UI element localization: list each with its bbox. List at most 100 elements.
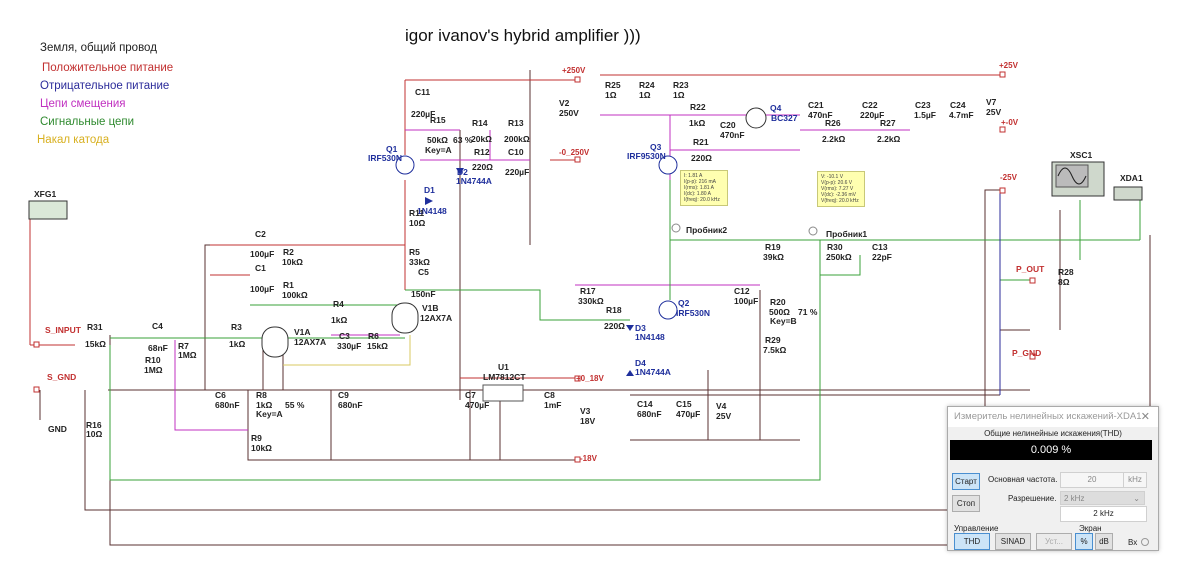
diode-d1 bbox=[425, 197, 433, 205]
svg-text:1MΩ: 1MΩ bbox=[144, 365, 163, 375]
svg-text:R26: R26 bbox=[825, 118, 841, 128]
svg-text:8Ω: 8Ω bbox=[1058, 277, 1070, 287]
fundamental-input[interactable]: 20 bbox=[1060, 472, 1124, 488]
start-button[interactable]: Старт bbox=[952, 473, 980, 490]
svg-text:20kΩ: 20kΩ bbox=[471, 134, 492, 144]
svg-text:-25V: -25V bbox=[1000, 173, 1018, 182]
svg-text:D2: D2 bbox=[457, 167, 468, 177]
svg-text:IRF530N: IRF530N bbox=[676, 308, 710, 318]
settings-button[interactable]: Уст... bbox=[1036, 533, 1072, 550]
svg-text:R19: R19 bbox=[765, 242, 781, 252]
component-labels: XFG1 S_INPUT S_GND GND R31 15kΩ C4 68nF … bbox=[34, 61, 1143, 463]
distortion-analyzer-xda1[interactable] bbox=[1113, 186, 1143, 201]
svg-text:BC327: BC327 bbox=[771, 113, 798, 123]
rail-terminals bbox=[33, 71, 1036, 463]
svg-text:1Ω: 1Ω bbox=[673, 90, 685, 100]
svg-text:C22: C22 bbox=[862, 100, 878, 110]
input-terminal-icon[interactable] bbox=[1141, 538, 1149, 546]
svg-text:R28: R28 bbox=[1058, 267, 1074, 277]
svg-text:U1: U1 bbox=[498, 362, 509, 372]
svg-text:R4: R4 bbox=[333, 299, 344, 309]
svg-text:12AX7A: 12AX7A bbox=[294, 337, 326, 347]
svg-text:C13: C13 bbox=[872, 242, 888, 252]
svg-text:R23: R23 bbox=[673, 80, 689, 90]
percent-button[interactable]: % bbox=[1075, 533, 1093, 550]
svg-text:10kΩ: 10kΩ bbox=[282, 257, 303, 267]
svg-text:470nF: 470nF bbox=[808, 110, 833, 120]
bias-wires bbox=[174, 114, 910, 431]
svg-text:7.5kΩ: 7.5kΩ bbox=[763, 345, 787, 355]
function-generator-xfg1[interactable] bbox=[28, 200, 68, 220]
schematic-title: igor ivanov's hybrid amplifier ))) bbox=[405, 26, 641, 45]
close-icon[interactable]: ✕ bbox=[1140, 411, 1150, 423]
svg-text:C14: C14 bbox=[637, 399, 653, 409]
sinad-button[interactable]: SINAD bbox=[995, 533, 1031, 550]
svg-text:55 %: 55 % bbox=[285, 400, 305, 410]
svg-text:C15: C15 bbox=[676, 399, 692, 409]
svg-text:1kΩ: 1kΩ bbox=[689, 118, 705, 128]
svg-text:C2: C2 bbox=[255, 229, 266, 239]
svg-text:-18V: -18V bbox=[580, 454, 598, 463]
svg-text:15kΩ: 15kΩ bbox=[85, 339, 106, 349]
svg-text:2.2kΩ: 2.2kΩ bbox=[822, 134, 846, 144]
svg-text:GND: GND bbox=[48, 424, 67, 434]
svg-text:D4: D4 bbox=[635, 358, 646, 368]
svg-text:100kΩ: 100kΩ bbox=[282, 290, 308, 300]
svg-text:R10: R10 bbox=[145, 355, 161, 365]
svg-text:R12: R12 bbox=[474, 147, 490, 157]
svg-text:220Ω: 220Ω bbox=[604, 321, 625, 331]
svg-text:500Ω: 500Ω bbox=[769, 307, 790, 317]
svg-text:+250V: +250V bbox=[562, 66, 586, 75]
svg-text:C10: C10 bbox=[508, 147, 524, 157]
svg-text:1Ω: 1Ω bbox=[639, 90, 651, 100]
svg-text:R30: R30 bbox=[827, 242, 843, 252]
svg-text:C12: C12 bbox=[734, 286, 750, 296]
window-titlebar[interactable]: Измеритель нелинейных искажений-XDA1 ✕ bbox=[948, 407, 1158, 427]
svg-text:C3: C3 bbox=[339, 331, 350, 341]
mosfet-q2 bbox=[658, 300, 678, 320]
svg-text:D1: D1 bbox=[424, 185, 435, 195]
current-probe-icon[interactable] bbox=[671, 223, 681, 233]
svg-text:+25V: +25V bbox=[999, 61, 1019, 70]
svg-text:1mF: 1mF bbox=[544, 400, 561, 410]
svg-text:220µF: 220µF bbox=[411, 109, 435, 119]
svg-text:12AX7A: 12AX7A bbox=[420, 313, 452, 323]
svg-text:D3: D3 bbox=[635, 323, 646, 333]
svg-text:680nF: 680nF bbox=[637, 409, 662, 419]
svg-text:R24: R24 bbox=[639, 80, 655, 90]
thd-button[interactable]: THD bbox=[954, 533, 990, 550]
svg-text:1.5µF: 1.5µF bbox=[914, 110, 936, 120]
svg-text:R27: R27 bbox=[880, 118, 896, 128]
transistor-q4 bbox=[745, 107, 767, 129]
svg-text:Key=B: Key=B bbox=[770, 316, 797, 326]
svg-text:C24: C24 bbox=[950, 100, 966, 110]
legend-signal: Сигнальные цепи bbox=[40, 116, 135, 128]
voltage-probe-icon[interactable] bbox=[808, 226, 818, 236]
diode-d3 bbox=[626, 325, 634, 331]
svg-text:330µF: 330µF bbox=[337, 341, 361, 351]
svg-text:R22: R22 bbox=[690, 102, 706, 112]
resolution-select[interactable]: 2 kHz⌄ bbox=[1060, 491, 1145, 505]
svg-text:C9: C9 bbox=[338, 390, 349, 400]
svg-text:680nF: 680nF bbox=[338, 400, 363, 410]
svg-text:XSC1: XSC1 bbox=[1070, 150, 1092, 160]
thd-display: 0.009 % bbox=[950, 440, 1152, 460]
svg-text:1Ω: 1Ω bbox=[605, 90, 617, 100]
stop-button[interactable]: Стоп bbox=[952, 495, 980, 512]
svg-text:R15: R15 bbox=[430, 115, 446, 125]
svg-text:C4: C4 bbox=[152, 321, 163, 331]
svg-text:Key=A: Key=A bbox=[425, 145, 452, 155]
svg-text:15kΩ: 15kΩ bbox=[367, 341, 388, 351]
svg-text:LM7812CT: LM7812CT bbox=[483, 372, 526, 382]
db-button[interactable]: dB bbox=[1095, 533, 1113, 550]
heater-wire bbox=[283, 335, 411, 366]
resolution-label: Разрешение. bbox=[1008, 494, 1057, 503]
svg-text:R14: R14 bbox=[472, 118, 488, 128]
svg-text:R8: R8 bbox=[256, 390, 267, 400]
svg-text:C20: C20 bbox=[720, 120, 736, 130]
svg-text:XFG1: XFG1 bbox=[34, 189, 56, 199]
svg-text:22pF: 22pF bbox=[872, 252, 892, 262]
svg-text:XDA1: XDA1 bbox=[1120, 173, 1143, 183]
diode-d4 bbox=[626, 370, 634, 376]
